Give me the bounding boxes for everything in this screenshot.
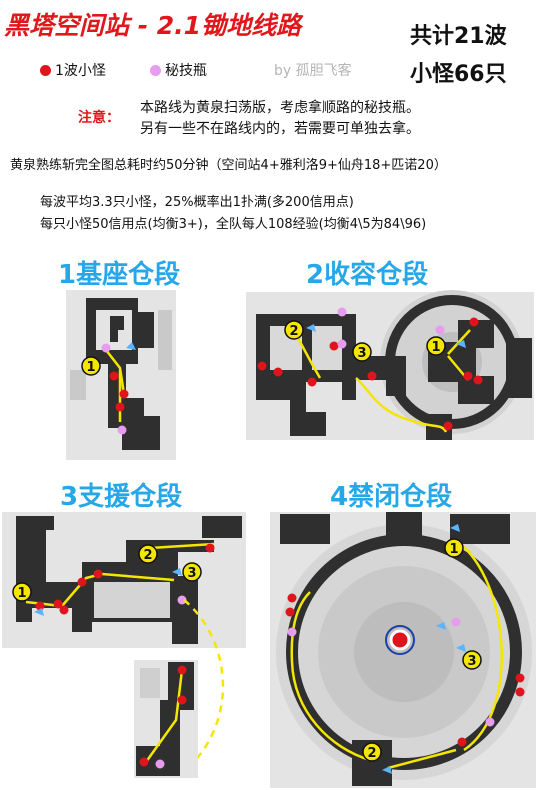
- enemy-marker: [457, 737, 467, 747]
- step-marker-1: [81, 356, 101, 376]
- enemy-marker: [205, 543, 215, 553]
- map-3-submap: [134, 660, 198, 778]
- bottle-marker: [451, 617, 461, 627]
- enemy-marker: [367, 371, 377, 381]
- player-icon: [450, 524, 460, 532]
- step-marker-1: [426, 336, 446, 356]
- note-line-2: 另有一些不在路线内的，若需要可单独去拿。: [140, 121, 420, 137]
- bottle-marker: [435, 325, 445, 335]
- step-marker-2: [362, 742, 382, 762]
- bottle-marker: [287, 627, 297, 637]
- legend-bottle: 秘技瓶: [150, 60, 207, 80]
- info-line-1: 黄泉熟练斩完全图总耗时约50分钟（空间站4+雅利洛9+仙舟18+匹诺20）: [10, 158, 447, 173]
- enemy-marker: [307, 377, 317, 387]
- step-marker-2: [284, 320, 304, 340]
- enemy-marker: [285, 607, 295, 617]
- enemy-marker: [115, 402, 125, 412]
- step-marker-3: [182, 562, 202, 582]
- enemy-marker: [469, 317, 479, 327]
- step-label: 3: [357, 346, 366, 361]
- section-title-4: 4禁闭仓段: [330, 482, 453, 512]
- total-waves: 共计21波: [410, 24, 507, 49]
- player-icon: [382, 766, 392, 774]
- enemy-marker: [329, 341, 339, 351]
- section-title-2: 2收容仓段: [306, 260, 429, 290]
- step-marker-3: [352, 342, 372, 362]
- bottle-marker: [485, 717, 495, 727]
- enemy-marker: [119, 389, 129, 399]
- enemy-marker: [443, 421, 453, 431]
- page-title: 黑塔空间站 - 2.1锄地线路: [4, 11, 302, 40]
- enemy-marker: [35, 601, 45, 611]
- enemy-marker: [53, 599, 63, 609]
- enemy-marker: [515, 687, 525, 697]
- enemy-marker: [59, 605, 69, 615]
- player-icon: [456, 644, 466, 652]
- info-line-2: 每波平均3.3只小怪，25%概率出1扑满(多200信用点): [40, 195, 354, 210]
- enemy-marker: [77, 577, 87, 587]
- step-marker-1: [12, 582, 32, 602]
- map-1-base-section: 1: [66, 290, 176, 460]
- total-minions: 小怪66只: [410, 62, 507, 87]
- enemy-marker: [473, 375, 483, 385]
- step-label: 2: [289, 324, 298, 339]
- section-title-3: 3支援仓段: [60, 482, 183, 512]
- legend-bottle-label: 秘技瓶: [165, 63, 207, 79]
- step-marker-3: [462, 650, 482, 670]
- player-icon: [456, 340, 466, 348]
- note-line-1: 本路线为黄泉扫荡版，考虑拿顺路的秘技瓶。: [140, 100, 420, 116]
- enemy-marker: [463, 371, 473, 381]
- enemy-marker: [287, 593, 297, 603]
- bottle-marker: [337, 339, 347, 349]
- bottle-marker: [177, 595, 187, 605]
- red-dot-icon: [40, 64, 51, 76]
- step-label: 3: [187, 566, 196, 581]
- map-3-support-section: 1 2 3: [2, 512, 246, 648]
- player-icon: [436, 622, 446, 630]
- step-label: 1: [86, 360, 95, 375]
- enemy-marker: [515, 673, 525, 683]
- info-line-3: 每只小怪50信用点(均衡3+)，全队每人108经验(均衡4\5为84\96): [40, 217, 427, 232]
- step-label: 1: [17, 586, 26, 601]
- player-icon: [172, 568, 182, 576]
- enemy-marker: [257, 361, 267, 371]
- enemy-marker: [177, 665, 187, 675]
- step-marker-2: [138, 544, 158, 564]
- legend-wave-label: 1波小怪: [55, 63, 106, 79]
- step-label: 2: [143, 548, 152, 563]
- author-credit: by 孤胆飞客: [274, 63, 352, 79]
- section-title-1: 1基座仓段: [58, 260, 181, 290]
- map-4-confinement-section: 1 2 3: [270, 512, 536, 788]
- enemy-marker: [109, 371, 119, 381]
- bottle-marker: [117, 425, 127, 435]
- map-2-containment-section: 2 3 1: [246, 290, 534, 440]
- enemy-marker: [139, 757, 149, 767]
- pink-dot-icon: [150, 64, 161, 76]
- step-label: 1: [431, 340, 440, 355]
- player-icon: [126, 342, 136, 350]
- center-target-icon: [389, 629, 411, 651]
- enemy-marker: [93, 569, 103, 579]
- step-label: 1: [449, 542, 458, 557]
- note-label: 注意：: [78, 110, 120, 126]
- bottle-marker: [155, 759, 165, 769]
- bottle-marker: [101, 343, 111, 353]
- player-icon: [34, 608, 44, 616]
- player-icon: [306, 324, 316, 332]
- step-marker-1: [444, 538, 464, 558]
- bottle-marker: [337, 307, 347, 317]
- enemy-marker: [273, 367, 283, 377]
- legend-wave: 1波小怪: [40, 60, 106, 80]
- step-label: 2: [367, 746, 376, 761]
- enemy-marker: [177, 695, 187, 705]
- step-label: 3: [467, 654, 476, 669]
